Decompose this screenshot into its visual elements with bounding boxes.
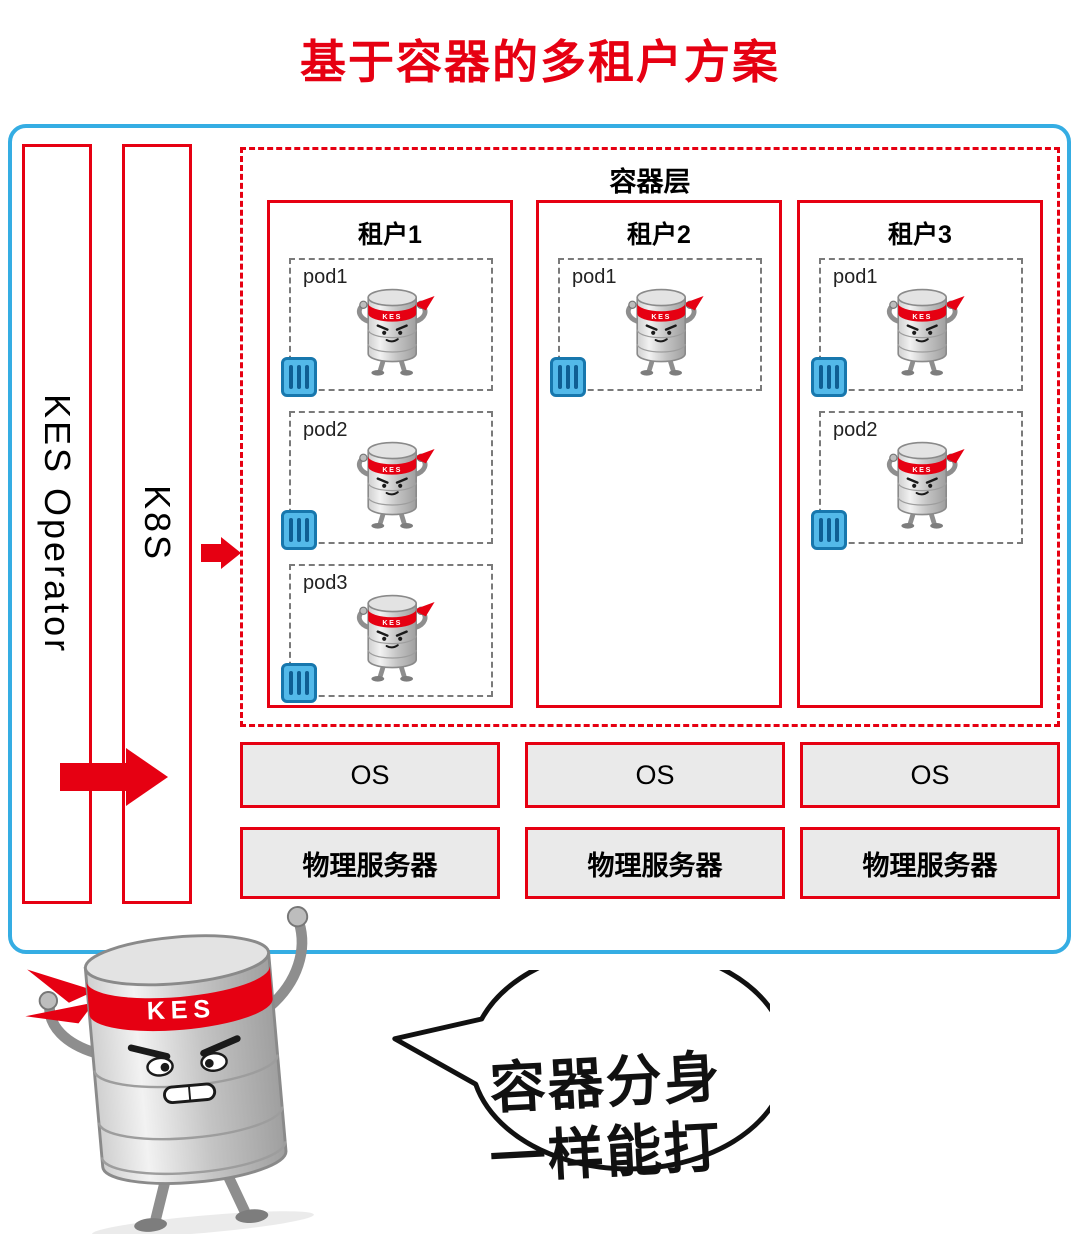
container-icon xyxy=(281,510,317,550)
os-label: OS xyxy=(350,759,390,790)
k8s-to-container-arrow xyxy=(201,537,241,569)
kes-operator-box: KES Operator xyxy=(22,144,92,904)
server-box-3: 物理服务器 xyxy=(800,827,1060,899)
tenant-title: 租户1 xyxy=(358,221,422,249)
tenant-box-2: 租户2 pod1 xyxy=(536,200,782,708)
container-icon xyxy=(811,357,847,397)
os-label: OS xyxy=(910,759,950,790)
os-label: OS xyxy=(635,759,675,790)
server-box-1: 物理服务器 xyxy=(240,827,500,899)
pod: pod1 xyxy=(550,258,762,397)
pod-label: pod1 xyxy=(572,266,617,288)
container-icon xyxy=(281,357,317,397)
server-box-2: 物理服务器 xyxy=(525,827,785,899)
pod: pod1 xyxy=(811,258,1023,397)
tenant-box-1: 租户1 pod1 pod2 pod3 xyxy=(267,200,513,708)
k8s-label: K8S xyxy=(137,485,178,563)
kes-db-mascot-icon xyxy=(345,280,441,384)
pod: pod1 xyxy=(281,258,493,397)
server-label: 物理服务器 xyxy=(862,850,998,881)
pod-label: pod3 xyxy=(303,572,348,594)
kes-mascot-large: KES xyxy=(25,906,314,1234)
tenant-title: 租户3 xyxy=(888,221,952,249)
container-layer: 容器层 租户1 pod1 pod2 pod3 租户2 xyxy=(240,147,1060,727)
pod-label: pod1 xyxy=(833,266,878,288)
pod: pod2 xyxy=(811,411,1023,550)
container-icon xyxy=(550,357,586,397)
os-box-3: OS xyxy=(800,742,1060,808)
page-title: 基于容器的多租户方案 xyxy=(300,36,780,88)
container-layer-title: 容器层 xyxy=(609,167,691,197)
mascot-band-text-large: KES xyxy=(146,995,216,1025)
server-label: 物理服务器 xyxy=(587,850,723,881)
kes-db-mascot-icon xyxy=(875,280,971,384)
pod-label: pod2 xyxy=(303,419,348,441)
pod: pod2 xyxy=(281,411,493,550)
server-label: 物理服务器 xyxy=(302,850,438,881)
tenant-box-3: 租户3 pod1 pod2 xyxy=(797,200,1043,708)
container-icon xyxy=(811,510,847,550)
pod-label: pod1 xyxy=(303,266,348,288)
tenant-title: 租户2 xyxy=(627,221,691,249)
container-icon xyxy=(281,663,317,703)
kes-db-mascot-icon xyxy=(875,433,971,537)
pod-label: pod2 xyxy=(833,419,878,441)
speech-bubble xyxy=(392,970,770,1172)
kes-db-mascot-icon xyxy=(614,280,710,384)
kes-db-mascot-icon xyxy=(345,586,441,690)
pod: pod3 xyxy=(281,564,493,703)
operator-flow-arrow xyxy=(60,748,168,806)
kes-operator-label: KES Operator xyxy=(37,393,78,655)
os-box-2: OS xyxy=(525,742,785,808)
os-box-1: OS xyxy=(240,742,500,808)
kes-db-mascot-icon xyxy=(345,433,441,537)
